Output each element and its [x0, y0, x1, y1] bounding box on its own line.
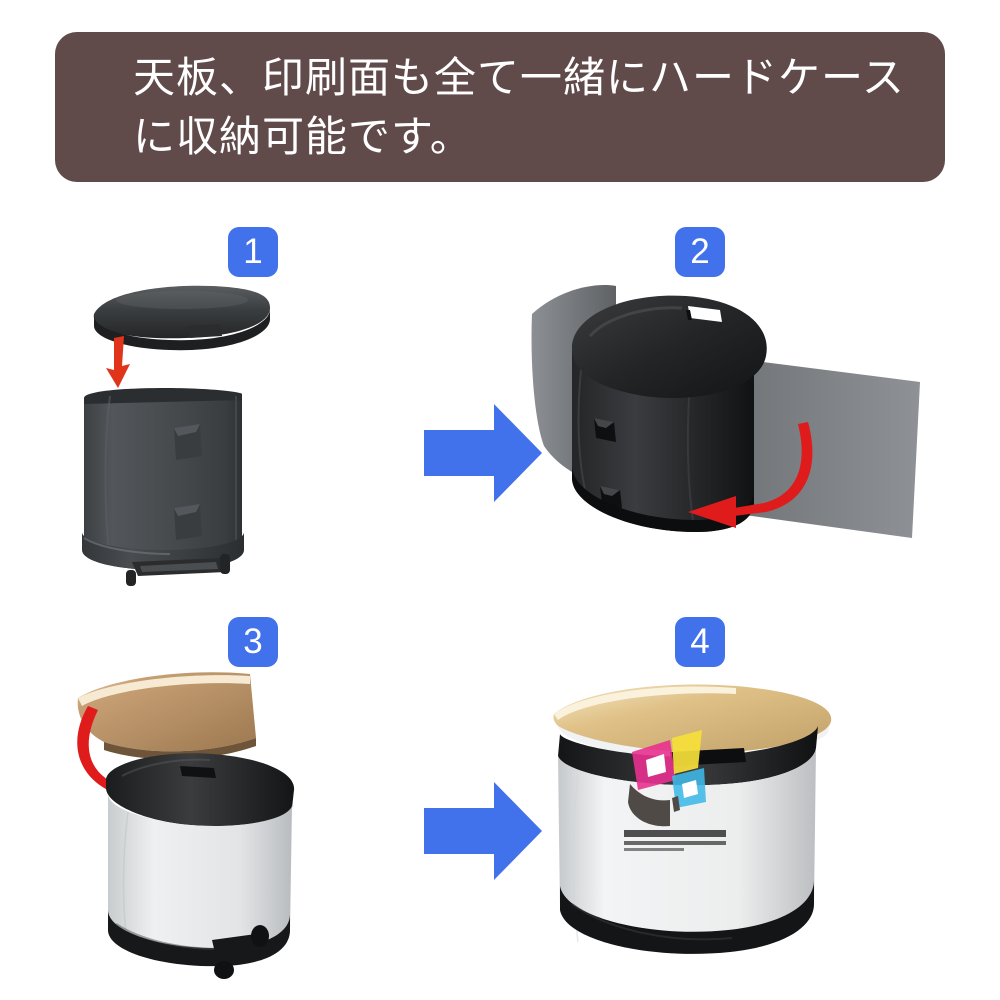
step-badge-2: 2: [675, 227, 725, 277]
step-4-finished-promotional-counter: 4: [520, 600, 960, 990]
case-body: [82, 388, 244, 586]
graphic-wrap-right: [708, 356, 920, 538]
step-3-illustration: [60, 660, 440, 980]
banner-line-2: に収納可能です。: [133, 113, 473, 160]
banner-line-1: 天板、印刷面も全て一緒にハードケース: [133, 54, 905, 101]
case-top-oval: [572, 295, 767, 399]
step-badge-1: 1: [228, 227, 278, 277]
step-1-illustration: [60, 270, 440, 590]
counter-base: [560, 880, 814, 954]
counter-body: [106, 753, 295, 979]
step-badge-4: 4: [675, 617, 725, 667]
step-2-illustration: [520, 270, 960, 590]
red-down-arrow: [106, 336, 130, 388]
step-1-hard-case-with-lid-removed: 1: [60, 210, 440, 590]
case-lid: [93, 285, 270, 351]
step-3-wrapped-counter-with-tabletop: 3: [60, 600, 440, 990]
tabletop-panel: [77, 672, 257, 760]
red-curved-arrow-left: [688, 422, 813, 528]
connector-arrow-step1-to-step2: [424, 404, 542, 502]
header-banner: 天板、印刷面も全て一緒にハードケース に収納可能です。: [55, 32, 945, 182]
connector-arrow-step3-to-step4: [424, 782, 542, 880]
cmyk-printing-logo: [624, 730, 726, 851]
step-badge-3: 3: [228, 617, 278, 667]
step-4-illustration: [520, 660, 960, 980]
step-2-case-with-graphic-wrap: 2: [520, 210, 960, 590]
